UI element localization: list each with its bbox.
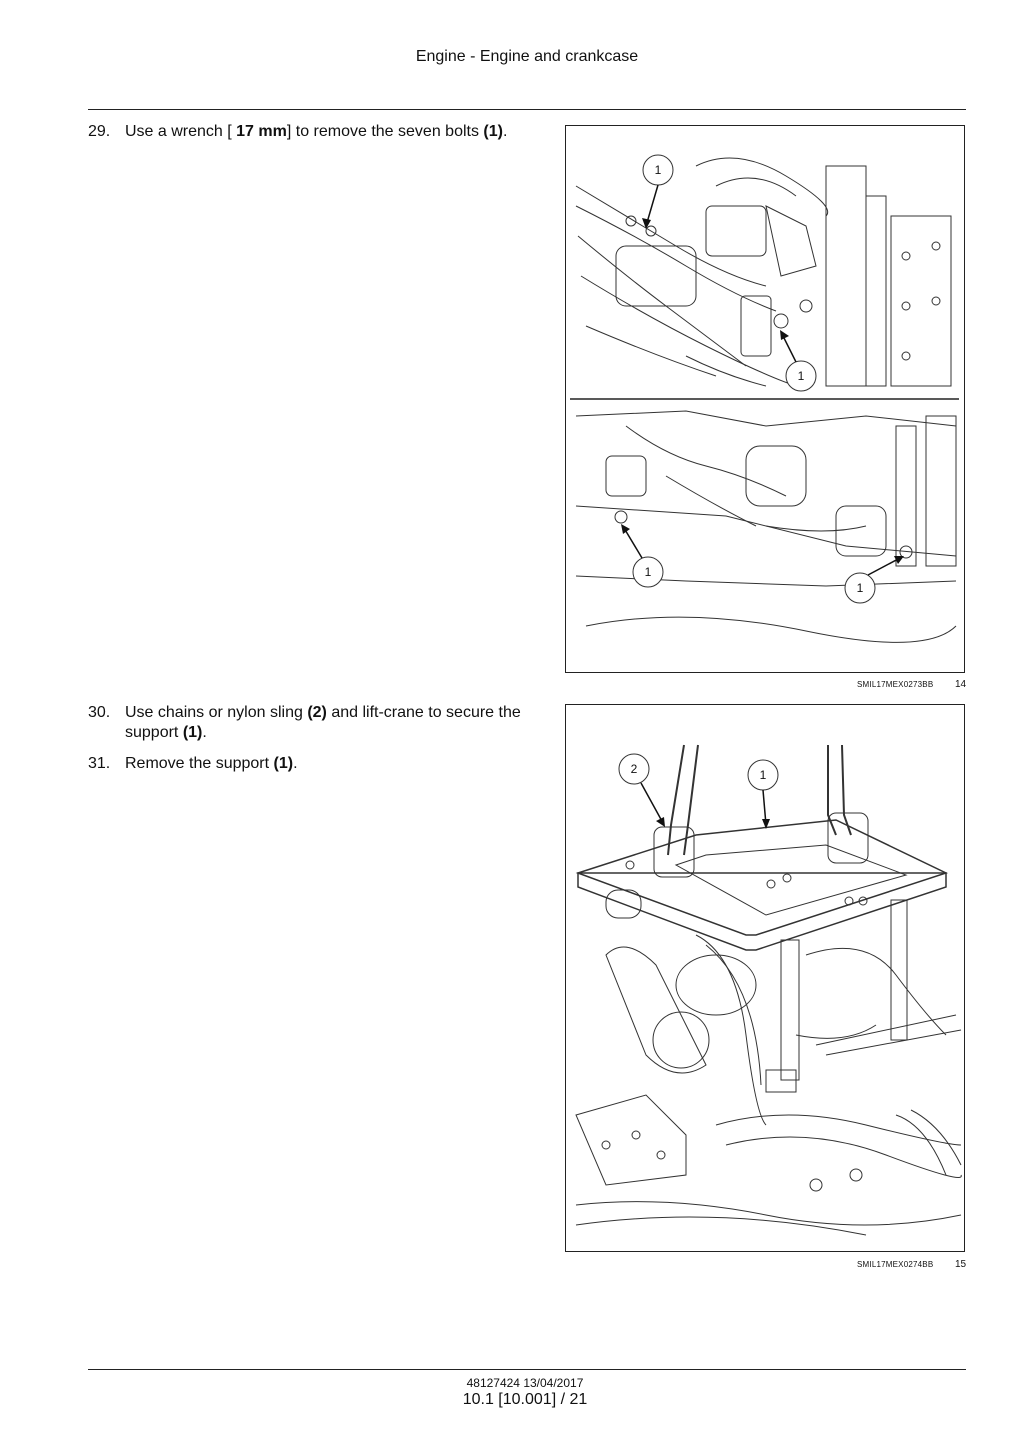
footer-doc-ref: 48127424 13/04/2017 — [466, 1376, 584, 1390]
callout-label: 1 — [655, 163, 662, 177]
step-30: 30. Use chains or nylon sling (2) and li… — [88, 703, 533, 743]
page-header-title: Engine - Engine and crankcase — [415, 48, 639, 65]
step-29: 29. Use a wrench [ 17 mm] to remove the … — [88, 122, 533, 142]
figure-15-illustration: 2 1 — [565, 704, 965, 1252]
callout-label: 2 — [631, 762, 638, 776]
footer-divider — [88, 1369, 966, 1370]
figure-code: SMIL17MEX0273BB — [857, 680, 934, 689]
header-divider — [88, 109, 966, 110]
step-text: Use chains or nylon sling (2) and lift-c… — [125, 704, 521, 741]
step-number: 30. — [88, 704, 111, 721]
step-text: Remove the support (1). — [125, 755, 298, 772]
step-number: 31. — [88, 755, 111, 772]
step-31: 31. Remove the support (1). — [88, 754, 533, 774]
figure-code: SMIL17MEX0274BB — [857, 1260, 934, 1269]
figure-number: 14 — [955, 679, 967, 690]
figure-14-illustration: 1 1 1 1 — [565, 125, 965, 673]
callout-label: 1 — [857, 581, 864, 595]
step-text: Use a wrench [ 17 mm] to remove the seve… — [125, 123, 508, 140]
step-number: 29. — [88, 123, 111, 140]
callout-label: 1 — [760, 768, 767, 782]
footer-page-ref: 10.1 [10.001] / 21 — [462, 1391, 588, 1408]
callout-label: 1 — [798, 369, 805, 383]
callout-label: 1 — [645, 565, 652, 579]
figure-number: 15 — [955, 1259, 967, 1270]
